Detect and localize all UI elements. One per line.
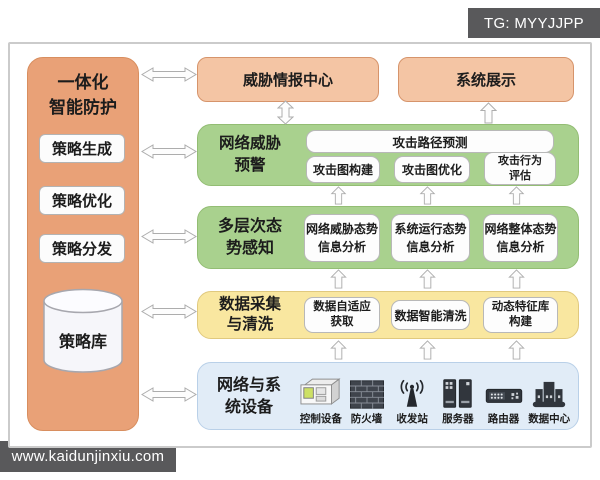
attack-behavior-eval-box: 攻击行为 评估: [484, 152, 556, 185]
box-line: 动态特征库: [491, 301, 550, 314]
box-line: 攻击路径预测: [392, 136, 468, 150]
network-overall-situation-box: 网络整体态势 信息分析: [483, 214, 558, 262]
device-list: 控制设备 防火墙: [298, 368, 572, 426]
device-label: 收发站: [396, 413, 428, 425]
box-line: 数据自适应: [313, 301, 371, 314]
title-line: 势感知: [225, 240, 274, 258]
title-line: 统设备: [224, 399, 273, 417]
system-display-box: 系统展示: [398, 57, 574, 102]
integrated-protection-column: 一体化 智能防护 策略生成 策略优化 策略分发 策略库: [27, 57, 139, 431]
data-collection-title: 数据采集 与清洗: [198, 295, 302, 335]
server-icon: [443, 379, 473, 408]
attack-graph-build-box: 攻击图构建: [306, 156, 380, 183]
device-label: 数据中心: [528, 413, 571, 425]
box-line: 攻击图优化: [401, 163, 462, 177]
title-line: 网络与系: [216, 377, 281, 394]
adaptive-acquisition-box: 数据自适应 获取: [304, 297, 380, 333]
device-label: 路由器: [487, 413, 520, 425]
control-device-icon: [300, 378, 341, 405]
title-line: 与清洗: [226, 316, 274, 334]
title-line: 智能防护: [49, 97, 117, 117]
device-firewall: 防火墙: [344, 368, 390, 426]
title-line: 网络威胁: [218, 135, 281, 152]
integrated-protection-title: 一体化 智能防护: [28, 71, 138, 120]
strategy-distribution-box: 策略分发: [39, 234, 125, 263]
box-line: 信息分析: [317, 240, 366, 254]
title-line: 一体化: [57, 73, 109, 92]
watermark-top-badge: TG: MYYJJPP: [468, 8, 600, 38]
box-line: 信息分析: [406, 240, 455, 254]
datacenter-icon: [532, 381, 566, 408]
system-run-situation-box: 系统运行态势 信息分析: [391, 214, 470, 262]
dynamic-feature-lib-box: 动态特征库 构建: [483, 297, 558, 333]
title-line: 数据采集: [218, 296, 281, 313]
router-icon: [485, 388, 522, 403]
device-router: 路由器: [481, 368, 527, 426]
devices-band: 网络与系 统设备 控制设备 防火墙: [197, 362, 579, 430]
smart-cleaning-box: 数据智能清洗: [391, 300, 470, 330]
strategy-database-cylinder: 策略库: [42, 288, 124, 376]
devices-title: 网络与系 统设备: [198, 375, 300, 420]
antenna-icon: [400, 379, 424, 407]
strategy-generation-box: 策略生成: [39, 134, 125, 163]
device-datacenter: 数据中心: [526, 368, 572, 426]
box-line: 构建: [509, 316, 532, 328]
threat-warning-band: 网络威胁 预警 攻击路径预测 攻击图构建 攻击图优化 攻击行为 评估: [197, 124, 579, 186]
threat-intel-center-box: 威胁情报中心: [197, 57, 379, 102]
box-line: 信息分析: [496, 240, 545, 254]
device-server: 服务器: [435, 368, 481, 426]
device-label: 服务器: [442, 413, 474, 425]
firewall-icon: [349, 380, 384, 409]
box-line: 数据智能清洗: [394, 308, 467, 323]
box-line: 攻击行为: [498, 155, 542, 168]
situation-awareness-band: 多层次态 势感知 网络威胁态势 信息分析 系统运行态势 信息分析 网络整体态势 …: [197, 206, 579, 269]
attack-path-prediction-box: 攻击路径预测: [306, 130, 554, 153]
box-line: 攻击图构建: [312, 163, 373, 177]
box-line: 获取: [330, 316, 354, 328]
title-line: 多层次态: [217, 218, 282, 235]
network-threat-situation-box: 网络威胁态势 信息分析: [304, 214, 380, 262]
box-line: 网络威胁态势: [305, 222, 378, 236]
box-line: 评估: [509, 169, 531, 182]
situation-awareness-title: 多层次态 势感知: [198, 216, 302, 261]
strategy-optimization-box: 策略优化: [39, 186, 125, 215]
box-line: 网络整体态势: [484, 222, 557, 236]
device-label: 控制设备: [299, 413, 342, 425]
box-line: 系统运行态势: [394, 222, 467, 236]
device-control: 控制设备: [298, 368, 344, 426]
device-transceiver: 收发站: [389, 368, 435, 426]
attack-graph-optimize-box: 攻击图优化: [394, 156, 470, 183]
title-line: 预警: [234, 156, 266, 174]
database-cylinder-icon: [43, 288, 123, 373]
strategy-database-label: 策略库: [58, 334, 107, 351]
threat-warning-title: 网络威胁 预警: [198, 133, 302, 176]
data-collection-band: 数据采集 与清洗 数据自适应 获取 数据智能清洗 动态特征库 构建: [197, 291, 579, 339]
device-label: 防火墙: [350, 413, 383, 425]
